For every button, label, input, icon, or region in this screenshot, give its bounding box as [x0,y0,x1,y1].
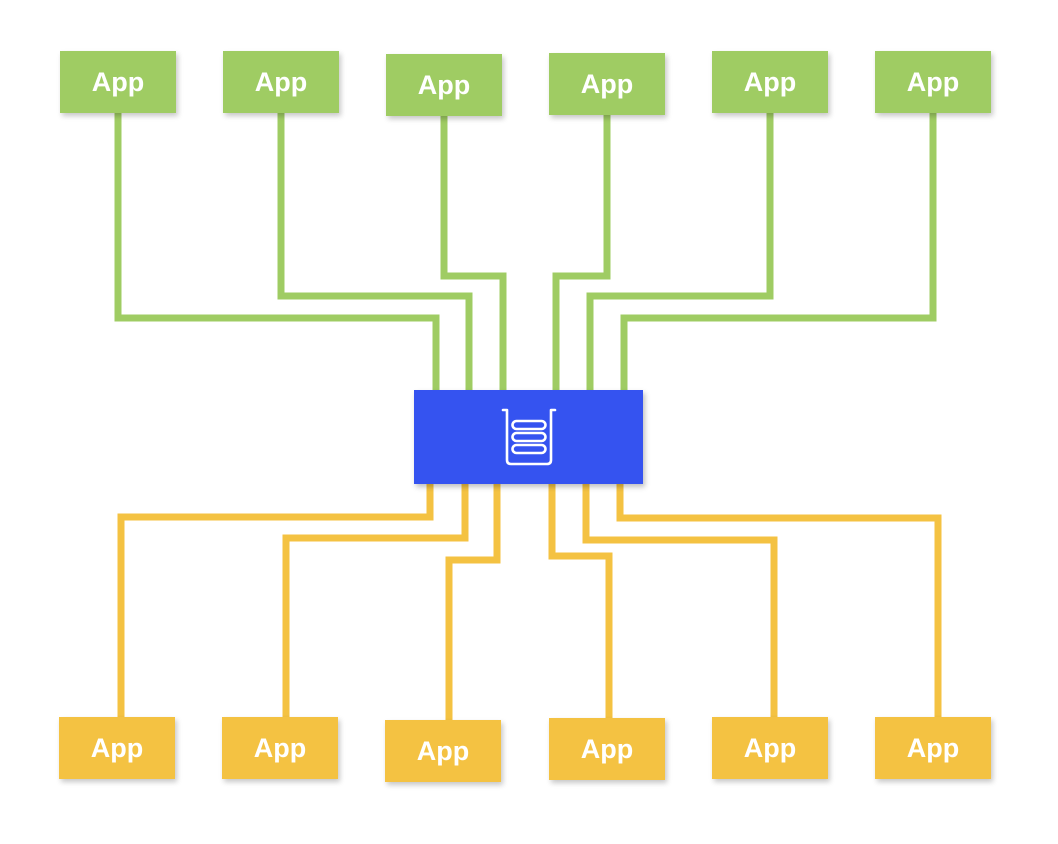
connector-top-1 [114,108,440,396]
app-label: App [90,732,144,763]
top-app-box-3[interactable]: App [386,54,502,116]
connector-bottom-5 [582,478,778,722]
app-label: App [580,733,634,764]
app-label: App [417,69,471,100]
app-label: App [580,68,634,99]
top-app-box-2[interactable]: App [223,51,339,113]
bottom-app-box-6[interactable]: App [875,717,991,779]
top-app-box-1[interactable]: App [60,51,176,113]
connector-bottom-4 [548,478,613,724]
connector-top-3 [440,110,507,396]
message-queue-hub[interactable] [414,390,643,484]
app-label: App [91,66,145,97]
bottom-app-box-1[interactable]: App [59,717,175,779]
app-label: App [906,66,960,97]
connector-top-6 [620,108,937,396]
connector-bottom-6 [616,478,942,722]
queue-icon [498,406,560,468]
app-label: App [416,735,470,766]
bottom-app-box-3[interactable]: App [385,720,501,782]
app-label: App [743,66,797,97]
app-label: App [906,732,960,763]
top-app-box-4[interactable]: App [549,53,665,115]
connector-top-2 [277,108,473,396]
bottom-app-box-4[interactable]: App [549,718,665,780]
connector-bottom-2 [282,478,469,722]
connector-bottom-1 [117,478,434,722]
connector-top-5 [586,108,774,396]
top-app-box-6[interactable]: App [875,51,991,113]
top-app-box-5[interactable]: App [712,51,828,113]
app-label: App [253,732,307,763]
bottom-app-box-5[interactable]: App [712,717,828,779]
app-label: App [743,732,797,763]
app-label: App [254,66,308,97]
connector-top-4 [552,110,611,396]
connector-bottom-3 [445,478,501,724]
bottom-app-box-2[interactable]: App [222,717,338,779]
